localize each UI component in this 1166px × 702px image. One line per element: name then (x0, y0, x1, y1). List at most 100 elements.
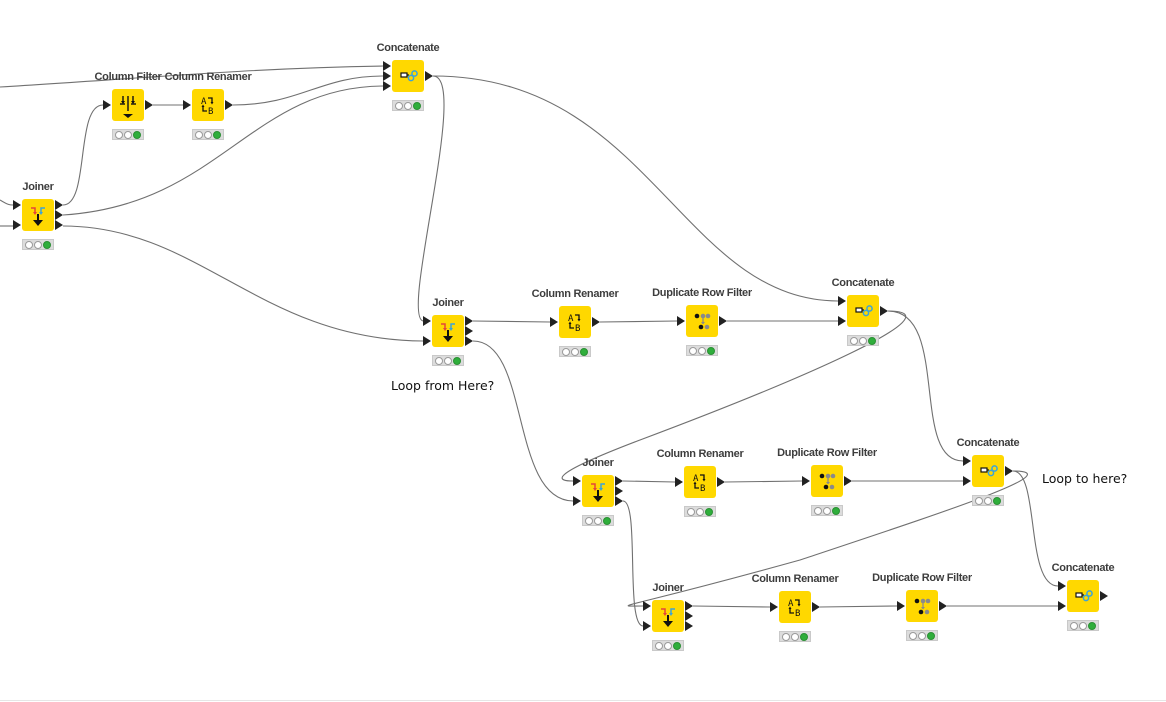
node-body[interactable] (432, 315, 464, 347)
input-port[interactable] (573, 476, 581, 486)
connection[interactable] (561, 310, 907, 482)
input-port[interactable] (963, 456, 971, 466)
input-port[interactable] (183, 100, 191, 110)
output-port[interactable] (425, 71, 433, 81)
connection[interactable] (432, 75, 839, 302)
input-port[interactable] (573, 496, 581, 506)
annotation-loop-to[interactable]: Loop to here? (1042, 471, 1128, 486)
output-port[interactable] (685, 621, 693, 631)
connection[interactable] (417, 75, 445, 322)
input-port[interactable] (675, 477, 683, 487)
output-port[interactable] (685, 601, 693, 611)
input-port[interactable] (802, 476, 810, 486)
output-port[interactable] (844, 476, 852, 486)
connection[interactable] (627, 470, 1028, 607)
input-port[interactable] (423, 336, 431, 346)
node-body[interactable]: A B (684, 466, 716, 498)
output-port[interactable] (55, 220, 63, 230)
input-port[interactable] (897, 601, 905, 611)
output-port[interactable] (685, 611, 693, 621)
output-port[interactable] (145, 100, 153, 110)
node-body[interactable] (906, 590, 938, 622)
input-port[interactable] (677, 316, 685, 326)
input-port[interactable] (643, 621, 651, 631)
output-port[interactable] (615, 496, 623, 506)
connection[interactable] (1012, 470, 1059, 587)
output-port[interactable] (225, 100, 233, 110)
connection[interactable] (472, 340, 574, 502)
node-concatenate[interactable]: Concatenate (957, 437, 1020, 506)
input-port[interactable] (838, 296, 846, 306)
node-concatenate[interactable]: Concatenate (377, 42, 440, 111)
input-port[interactable] (383, 81, 391, 91)
connection[interactable] (622, 480, 676, 483)
node-body[interactable] (686, 305, 718, 337)
connection[interactable] (232, 75, 384, 106)
input-port[interactable] (643, 601, 651, 611)
connection[interactable] (599, 320, 678, 323)
node-column-renamer[interactable]: Column Renamer A B (657, 448, 744, 517)
node-body[interactable] (1067, 580, 1099, 612)
node-joiner[interactable]: Joiner (573, 457, 623, 526)
input-port[interactable] (963, 476, 971, 486)
node-body[interactable] (652, 600, 684, 632)
node-column-renamer[interactable]: Column Renamer A B (165, 71, 252, 140)
node-body[interactable]: A B (192, 89, 224, 121)
node-duplicate-row-filter[interactable]: Duplicate Row Filter (777, 447, 877, 516)
node-column-renamer[interactable]: Column Renamer A B (532, 288, 619, 357)
node-body[interactable]: A B (779, 591, 811, 623)
node-concatenate[interactable]: Concatenate (1052, 562, 1115, 631)
input-port[interactable] (550, 317, 558, 327)
input-port[interactable] (103, 100, 111, 110)
node-joiner[interactable]: Joiner (643, 582, 693, 651)
output-port[interactable] (465, 326, 473, 336)
node-body[interactable] (582, 475, 614, 507)
output-port[interactable] (880, 306, 888, 316)
node-body[interactable] (847, 295, 879, 327)
node-body[interactable] (392, 60, 424, 92)
connection[interactable] (62, 104, 104, 206)
output-port[interactable] (55, 200, 63, 210)
node-column-filter[interactable]: Column Filter (95, 71, 162, 140)
connection[interactable] (622, 500, 644, 627)
node-body[interactable] (972, 455, 1004, 487)
node-duplicate-row-filter[interactable]: Duplicate Row Filter (872, 572, 972, 641)
node-body[interactable] (112, 89, 144, 121)
node-body[interactable]: A B (559, 306, 591, 338)
input-port[interactable] (383, 61, 391, 71)
node-column-renamer[interactable]: Column Renamer A B (752, 573, 839, 642)
node-concatenate[interactable]: Concatenate (832, 277, 895, 346)
input-port[interactable] (13, 200, 21, 210)
connection[interactable] (0, 199, 14, 206)
input-port[interactable] (1058, 581, 1066, 591)
input-port[interactable] (1058, 601, 1066, 611)
output-port[interactable] (719, 316, 727, 326)
node-body[interactable] (811, 465, 843, 497)
node-joiner[interactable]: Joiner (13, 181, 63, 250)
output-port[interactable] (615, 486, 623, 496)
output-port[interactable] (55, 210, 63, 220)
output-port[interactable] (1005, 466, 1013, 476)
input-port[interactable] (13, 220, 21, 230)
connection[interactable] (692, 605, 771, 608)
connection[interactable] (472, 320, 551, 323)
node-duplicate-row-filter[interactable]: Duplicate Row Filter (652, 287, 752, 356)
output-port[interactable] (615, 476, 623, 486)
output-port[interactable] (812, 602, 820, 612)
connection[interactable] (887, 310, 964, 462)
connection[interactable] (62, 85, 384, 216)
output-port[interactable] (717, 477, 725, 487)
node-joiner[interactable]: Joiner (423, 297, 473, 366)
output-port[interactable] (592, 317, 600, 327)
input-port[interactable] (383, 71, 391, 81)
connection[interactable] (724, 480, 803, 483)
output-port[interactable] (465, 336, 473, 346)
input-port[interactable] (423, 316, 431, 326)
output-port[interactable] (939, 601, 947, 611)
output-port[interactable] (1100, 591, 1108, 601)
input-port[interactable] (838, 316, 846, 326)
connection[interactable] (819, 605, 898, 608)
output-port[interactable] (465, 316, 473, 326)
annotation-loop-from[interactable]: Loop from Here? (391, 378, 495, 393)
